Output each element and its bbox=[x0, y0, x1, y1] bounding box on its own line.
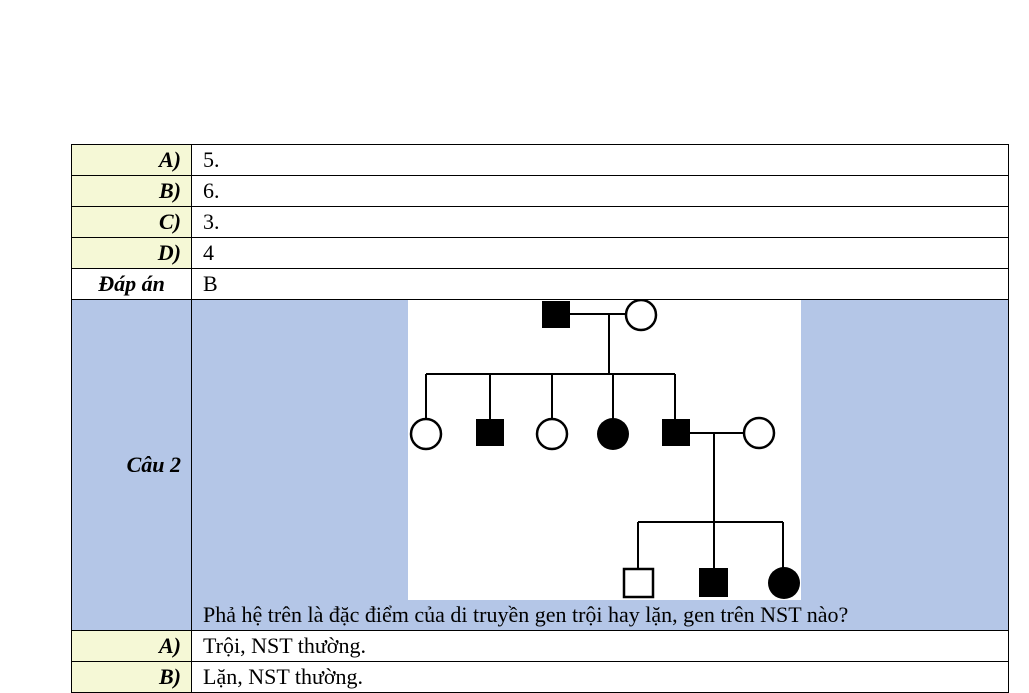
unaffected-female-symbol bbox=[535, 417, 569, 451]
affected-male-symbol bbox=[476, 419, 504, 446]
question-number: Câu 2 bbox=[71, 299, 192, 631]
unaffected-female-symbol bbox=[409, 417, 443, 451]
unaffected-female-symbol bbox=[624, 300, 658, 332]
option-label: D) bbox=[71, 237, 192, 269]
option-text: 5. bbox=[191, 144, 1009, 176]
option-text: Lặn, NST thường. bbox=[191, 661, 1009, 693]
affected-male-symbol bbox=[542, 301, 570, 328]
option-label: A) bbox=[71, 630, 192, 662]
option-text: Trội, NST thường. bbox=[191, 630, 1009, 662]
option-row-a: A) 5. bbox=[71, 144, 1009, 176]
question-table: A) 5. B) 6. C) 3. D) 4 Đáp án B Câu 2 bbox=[71, 144, 1009, 693]
affected-male-symbol bbox=[699, 568, 728, 597]
option-text: 4 bbox=[191, 237, 1009, 269]
affected-female-symbol bbox=[768, 567, 800, 599]
unaffected-female-symbol bbox=[742, 416, 776, 450]
affected-female-symbol bbox=[597, 418, 629, 450]
question-row: Câu 2 bbox=[71, 299, 1009, 631]
option-label: B) bbox=[71, 175, 192, 207]
answer-label: Đáp án bbox=[71, 268, 192, 300]
option-text: 6. bbox=[191, 175, 1009, 207]
option-text: 3. bbox=[191, 206, 1009, 238]
unaffected-male-symbol bbox=[622, 567, 655, 599]
pedigree-chart bbox=[408, 300, 801, 600]
option-label: A) bbox=[71, 144, 192, 176]
question-text: Phả hệ trên là đặc điểm của di truyền ge… bbox=[203, 602, 849, 627]
affected-male-symbol bbox=[662, 419, 690, 446]
option-row-b: B) 6. bbox=[71, 175, 1009, 207]
option-label: C) bbox=[71, 206, 192, 238]
option-label: B) bbox=[71, 661, 192, 693]
q2-option-row-b: B) Lặn, NST thường. bbox=[71, 661, 1009, 693]
answer-value: B bbox=[191, 268, 1009, 300]
option-row-d: D) 4 bbox=[71, 237, 1009, 269]
option-row-c: C) 3. bbox=[71, 206, 1009, 238]
q2-option-row-a: A) Trội, NST thường. bbox=[71, 630, 1009, 662]
question-body: Phả hệ trên là đặc điểm của di truyền ge… bbox=[191, 299, 1009, 631]
answer-row: Đáp án B bbox=[71, 268, 1009, 300]
